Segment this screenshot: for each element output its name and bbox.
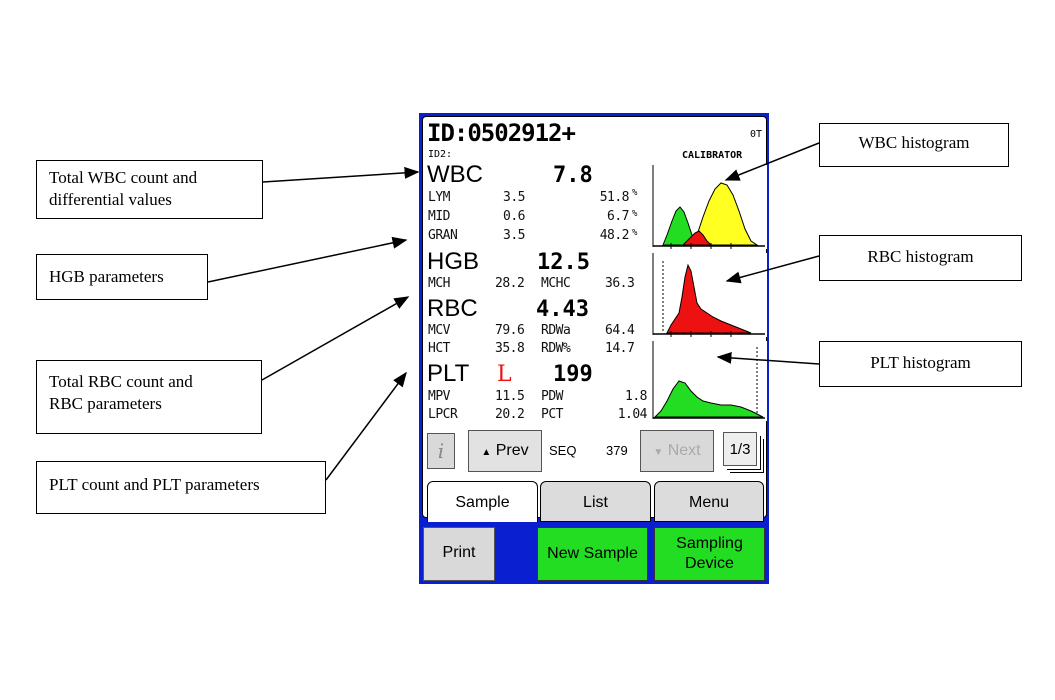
sample-id-value: 0502912+ <box>467 119 576 147</box>
wbc-histogram <box>651 165 767 249</box>
prev-button[interactable]: ▲ Prev <box>468 430 542 472</box>
rdwpct-value: 14.7 <box>605 341 635 356</box>
sampling-device-line1: Sampling <box>676 535 743 552</box>
wbc-histogram-mid <box>681 230 713 246</box>
callout-wbc: Total WBC count and differential values <box>36 160 263 219</box>
plt-histogram-curve <box>653 380 764 418</box>
pct-value: 1.04 <box>617 407 648 422</box>
callout-rbc-line1: Total RBC count and <box>49 372 193 391</box>
wbc-label: WBC <box>427 161 483 188</box>
callout-wbc-line1: Total WBC count and <box>49 168 198 187</box>
seq-label: SEQ <box>549 443 577 458</box>
rdwa-value: 64.4 <box>605 323 635 338</box>
hgb-label: HGB <box>427 248 480 275</box>
prev-arrow-icon: ▲ <box>481 447 492 458</box>
arrow-hgb <box>207 236 408 283</box>
mpv-label: MPV <box>428 389 450 404</box>
pdw-value: 1.8 <box>625 389 647 404</box>
next-button[interactable]: ▼ Next <box>640 430 714 472</box>
plt-label: PLT <box>427 360 470 387</box>
rdwa-label: RDWa <box>541 323 571 338</box>
mpv-value: 11.5 <box>495 389 525 404</box>
seq-value: 379 <box>606 443 628 458</box>
rbc-value: 4.43 <box>536 297 589 322</box>
tab-menu[interactable]: Menu <box>654 481 764 522</box>
gran-pct: 48.2 <box>599 228 630 243</box>
mchc-value: 36.3 <box>605 276 635 291</box>
analyzer-screen: ID:0502912+ 0T ID2: CALIBRATOR WBC 7.8 L… <box>419 113 769 584</box>
mid-unit: % <box>632 209 637 219</box>
gran-abs: 3.5 <box>503 228 525 243</box>
rbc-histogram-curve <box>666 263 752 334</box>
id2-label: ID2: <box>428 149 453 160</box>
wbc-value: 7.8 <box>553 163 593 188</box>
gran-unit: % <box>632 228 637 238</box>
arrow-rbc <box>261 296 410 381</box>
callout-plt: PLT count and PLT parameters <box>36 461 326 514</box>
tab-sample[interactable]: Sample <box>427 481 538 522</box>
lpcr-label: LPCR <box>428 407 458 422</box>
sample-id-label: ID: <box>427 119 468 147</box>
mcv-label: MCV <box>428 323 450 338</box>
mid-abs: 0.6 <box>503 209 525 224</box>
rbc-histogram <box>651 253 767 337</box>
callout-rbc-line2: RBC parameters <box>49 394 162 413</box>
prev-button-label: Prev <box>495 442 529 459</box>
plt-histogram <box>651 341 767 421</box>
callout-wbc-line2: differential values <box>49 190 172 209</box>
hct-value: 35.8 <box>495 341 525 356</box>
ot-indicator: 0T <box>750 129 763 140</box>
print-button[interactable]: Print <box>423 527 495 581</box>
mode-label: CALIBRATOR <box>682 150 743 161</box>
gran-label: GRAN <box>428 228 458 243</box>
rbc-label: RBC <box>427 295 478 322</box>
sampling-device-button[interactable]: Sampling Device <box>654 527 765 581</box>
callout-hgb: HGB parameters <box>36 254 208 300</box>
mchc-label: MCHC <box>541 276 571 291</box>
mch-label: MCH <box>428 276 450 291</box>
hgb-value: 12.5 <box>537 250 590 275</box>
page-indicator[interactable]: 1/3 <box>723 432 757 466</box>
tab-list[interactable]: List <box>540 481 651 522</box>
info-button[interactable]: i <box>427 433 455 469</box>
pdw-label: PDW <box>541 389 563 404</box>
plt-low-flag: L <box>497 362 512 387</box>
callout-plt-histogram: PLT histogram <box>819 341 1022 387</box>
rdwpct-label: RDW% <box>541 341 571 356</box>
new-sample-button[interactable]: New Sample <box>537 527 648 581</box>
arrow-wbc <box>262 166 420 183</box>
mid-label: MID <box>428 209 450 224</box>
result-panel: ID:0502912+ 0T ID2: CALIBRATOR WBC 7.8 L… <box>422 116 767 522</box>
lpcr-value: 20.2 <box>495 407 525 422</box>
lym-pct: 51.8 <box>599 190 630 205</box>
lym-unit: % <box>632 188 637 198</box>
sample-id: ID:0502912+ <box>427 119 576 147</box>
sampling-device-line2: Device <box>685 555 734 572</box>
arrow-plt <box>325 371 407 481</box>
hct-label: HCT <box>428 341 450 356</box>
next-arrow-icon: ▼ <box>653 447 664 458</box>
pct-label: PCT <box>541 407 563 422</box>
mid-pct: 6.7 <box>607 209 629 224</box>
mch-value: 28.2 <box>495 276 525 291</box>
callout-wbc-histogram: WBC histogram <box>819 123 1009 167</box>
lym-label: LYM <box>428 190 450 205</box>
lym-abs: 3.5 <box>503 190 525 205</box>
callout-rbc: Total RBC count and RBC parameters <box>36 360 262 434</box>
wbc-histogram-gran <box>690 182 759 246</box>
callout-rbc-histogram: RBC histogram <box>819 235 1022 281</box>
plt-value: 199 <box>553 362 593 387</box>
mcv-value: 79.6 <box>495 323 525 338</box>
next-button-label: Next <box>667 442 701 459</box>
